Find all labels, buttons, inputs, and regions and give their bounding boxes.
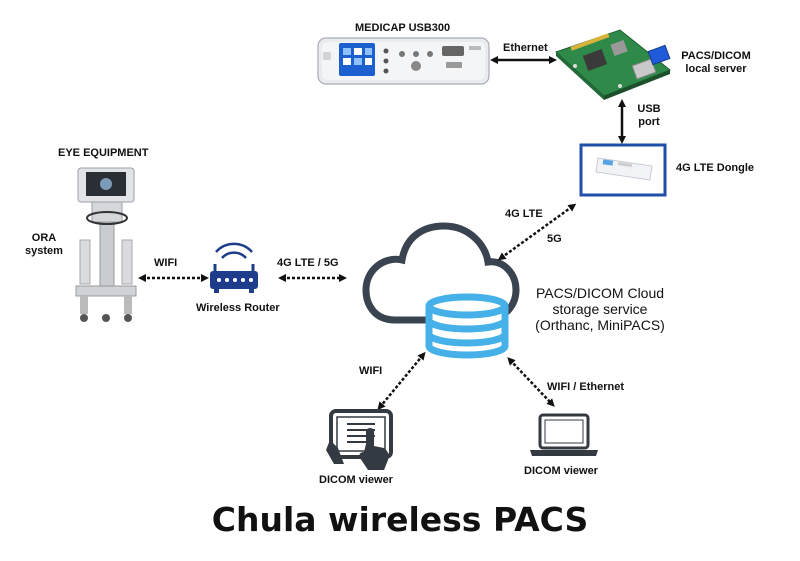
tablet-viewer-label: DICOM viewer bbox=[319, 474, 393, 486]
cloud-label-line2: storage service bbox=[552, 301, 648, 317]
laptop-viewer-label: DICOM viewer bbox=[524, 465, 598, 477]
ethernet-label: Ethernet bbox=[503, 42, 548, 54]
eye-equipment-icon bbox=[75, 167, 137, 322]
wifi-laptop-label: WIFI / Ethernet bbox=[547, 381, 624, 393]
server-board-icon bbox=[555, 29, 671, 100]
fiveg-dongle-label: 5G bbox=[547, 233, 562, 245]
router-icon bbox=[210, 242, 258, 293]
usb-label-line2: port bbox=[638, 116, 660, 128]
server-label-line1: PACS/DICOM bbox=[681, 50, 751, 62]
ora-label-line1: ORA bbox=[31, 232, 57, 244]
wifi-eye-label: WIFI bbox=[154, 257, 178, 269]
diagram-title: Chula wireless PACS bbox=[211, 500, 589, 539]
database-icon bbox=[425, 293, 509, 359]
usb-label: USB port bbox=[634, 103, 664, 129]
lte-router-label: 4G LTE / 5G bbox=[277, 257, 339, 269]
wifi-tablet-label: WIFI bbox=[359, 365, 383, 377]
router-label: Wireless Router bbox=[196, 302, 280, 314]
usb-label-line1: USB bbox=[637, 103, 661, 115]
eye-equipment-label: EYE EQUIPMENT bbox=[58, 147, 149, 159]
cloud-label-line3: (Orthanc, MiniPACS) bbox=[535, 317, 665, 333]
ora-label-line2: system bbox=[25, 245, 63, 257]
dongle-label: 4G LTE Dongle bbox=[676, 162, 755, 174]
server-label: PACS/DICOM local server bbox=[676, 50, 756, 76]
laptop-icon bbox=[530, 413, 598, 456]
server-label-line2: local server bbox=[685, 63, 747, 75]
cloud-label-line1: PACS/DICOM Cloud bbox=[535, 285, 665, 301]
tablet-icon bbox=[326, 409, 393, 470]
cloud-service-label: PACS/DICOM Cloud storage service (Orthan… bbox=[522, 285, 678, 333]
medicap-device-icon bbox=[317, 37, 490, 85]
dongle-icon bbox=[579, 143, 667, 197]
medicap-label: MEDICAP USB300 bbox=[355, 22, 451, 34]
lte-dongle-label: 4G LTE bbox=[505, 208, 543, 220]
ora-label: ORA system bbox=[20, 232, 68, 258]
cloud-icon bbox=[362, 222, 520, 324]
